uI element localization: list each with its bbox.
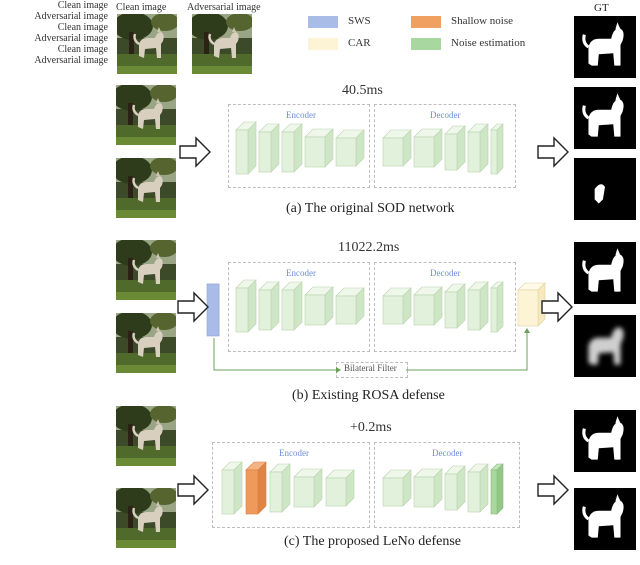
legend-noise-estimation-swatch [411,38,441,50]
panel-b-adversarial-label: Adversarial image [34,33,108,44]
panel-c-input-arrow [177,474,209,506]
panel-b-output-arrow [541,291,573,323]
panel-b-clean-label: Clean image [57,22,108,33]
gt-label: GT [594,2,609,14]
saliency-mask-image [574,158,636,220]
saliency-mask-image [574,410,636,472]
panel-b-encoder-label: Encoder [286,268,316,278]
gt-mask [574,16,636,78]
panel-b-caption: (b) Existing ROSA defense [292,388,445,403]
panel-c-clean-photo [116,406,176,466]
panel-c-decoder-label: Decoder [432,448,463,458]
legend-noise-estimation-label: Noise estimation [451,37,526,49]
legend-shallow-noise-swatch [411,16,441,28]
saliency-mask-image [574,315,636,377]
dog-photo-image [116,488,176,548]
panel-a-adversarial-label: Adversarial image [34,11,108,22]
dog-photo-image [116,158,176,218]
panel-b-sws-block [206,283,220,337]
panel-a-decoder-box [374,104,516,188]
panel-b-car-block [517,282,546,327]
panel-c-adversarial-photo [116,488,176,548]
panel-c-adversarial-mask [574,488,636,550]
panel-a-encoder-label: Encoder [286,110,316,120]
legend-car-label: CAR [348,37,371,49]
panel-b-bilateral-filter-label: Bilateral Filter [344,363,397,373]
legend-shallow-noise-label: Shallow noise [451,15,514,27]
panel-a-clean-mask [574,87,636,149]
panel-b-adversarial-mask [574,315,636,377]
panel-c-caption: (c) The proposed LeNo defense [284,534,462,549]
panel-b-adversarial-photo [116,313,176,373]
panel-b-clean-photo [116,240,176,300]
panel-a-decoder-label: Decoder [430,110,461,120]
panel-a-adversarial-photo [116,158,176,218]
panel-a-adversarial-mask [574,158,636,220]
legend-sws-label: SWS [348,15,371,27]
dog-photo-image [116,240,176,300]
saliency-mask-image [574,242,636,304]
panel-c-adversarial-label: Adversarial image [34,55,108,66]
top-clean-label: Clean image [116,2,167,13]
saliency-mask-image [574,488,636,550]
panel-c-encoder-label: Encoder [279,448,309,458]
panel-a-clean-photo [116,85,176,145]
panel-c-timing: +0.2ms [350,420,392,435]
panel-a-caption: (a) The original SOD network [286,201,455,216]
panel-c-decoder-box [374,442,520,528]
dog-photo-image [192,14,252,74]
panel-b-input-arrow [177,291,209,323]
top-clean-photo [117,14,177,74]
panel-b-timing: 11022.2ms [338,240,400,255]
panel-b-clean-mask [574,242,636,304]
panel-c-clean-label: Clean image [57,44,108,55]
saliency-mask-image [574,16,636,78]
dog-photo-image [116,313,176,373]
saliency-mask-image [574,87,636,149]
top-adversarial-label: Adversarial image [187,2,261,13]
panel-a-encoder-box [228,104,370,188]
dog-photo-image [116,406,176,466]
panel-c-output-arrow [537,474,569,506]
panel-a-input-arrow [179,136,211,168]
dog-photo-image [117,14,177,74]
dog-photo-image [116,85,176,145]
panel-a-timing: 40.5ms [342,83,383,98]
legend-car-swatch [308,38,338,50]
panel-a-clean-label: Clean image [57,0,108,11]
panel-a-output-arrow [537,136,569,168]
top-adversarial-photo [192,14,252,74]
panel-b-decoder-label: Decoder [430,268,461,278]
panel-c-encoder-box [212,442,370,528]
legend-sws-swatch [308,16,338,28]
panel-c-clean-mask [574,410,636,472]
